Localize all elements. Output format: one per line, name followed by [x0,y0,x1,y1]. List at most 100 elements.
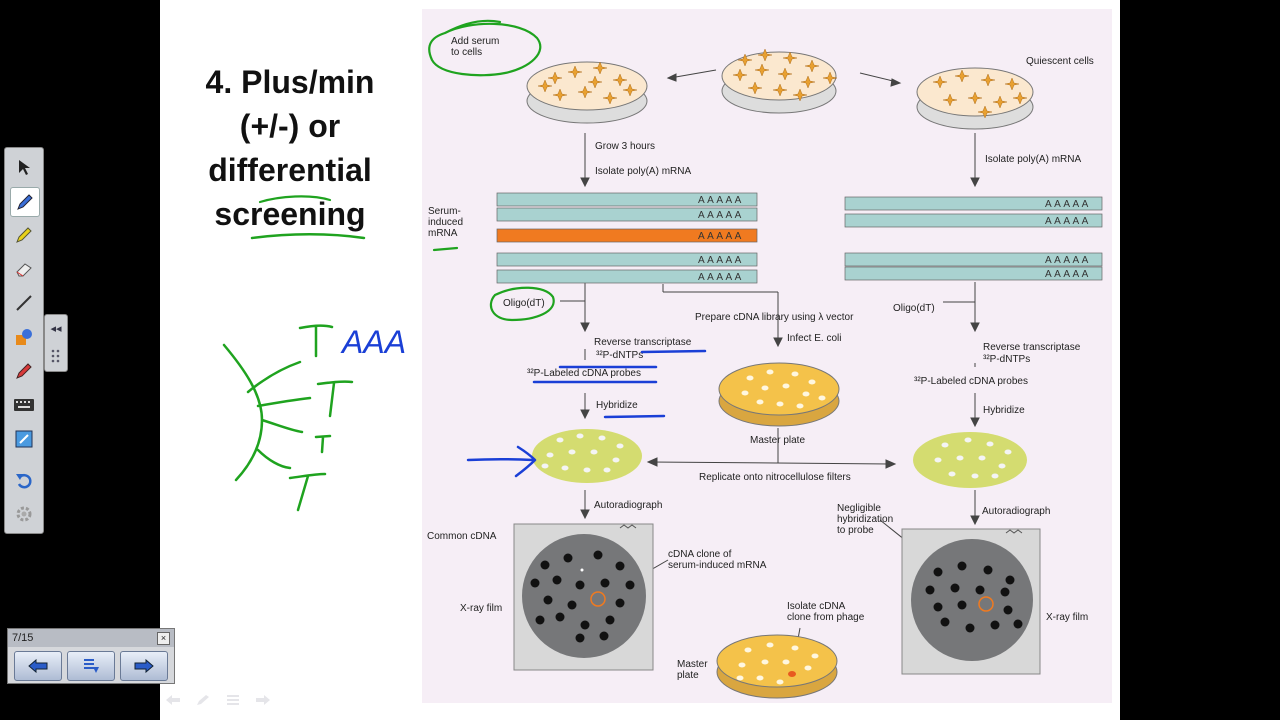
film-spot [626,581,635,590]
label-serum-induced: Serum-inducedmRNA [428,206,463,239]
colony-dot [767,370,774,375]
page-navigator: 7/15 × [7,628,175,684]
faded-slide-controls [165,694,271,706]
filter-colony-dot [547,453,554,458]
filter-colony-dot [987,442,994,447]
film-spot [556,613,565,622]
magic-pen-icon[interactable] [10,357,38,385]
film-spot [934,568,943,577]
faded-arrow-left-icon[interactable] [165,694,181,706]
green-oligo-dt-sketch [224,326,352,510]
film-spot [600,632,609,641]
film-spot [1014,620,1023,629]
next-page-button[interactable] [120,651,168,681]
label-quiescent: Quiescent cells [1026,56,1094,67]
faded-pen-icon[interactable] [195,694,211,706]
filter-colony-dot [604,468,611,473]
film-spot [951,584,960,593]
filter-colony-dot [1005,450,1012,455]
faded-menu-icon[interactable] [225,694,241,706]
label-negligible: Negligiblehybridizationto probe [837,503,893,536]
page-menu-button[interactable] [67,651,115,681]
dish-center-cells [722,52,836,113]
film-spot [531,579,540,588]
film-spot [564,554,573,563]
film-spot [926,586,935,595]
film-spot [594,551,603,560]
previous-page-button[interactable] [14,651,62,681]
polya-tail-label: AAAAA [698,255,744,266]
filter-colony-dot [584,468,591,473]
label-autorad-right: Autoradiograph [982,506,1050,517]
label-xray-right: X-ray film [1046,612,1088,623]
colony-dot [812,654,819,659]
colony-dot [737,676,744,681]
handwritten-polya: AAA [340,324,406,360]
film-spot [958,562,967,571]
colony-dot [757,676,764,681]
mrna-strips: AAAAAAAAAAAAAAAAAAAAAAAAAAAAAAAAAAAAAAAA… [497,193,1102,283]
grip-icon [51,348,61,364]
label-master-plate: Master plate [750,435,805,446]
label-dntps-right: ³²P-dNTPs [983,354,1030,365]
toolbar-collapse-handle[interactable]: ◂◂ [44,314,68,372]
film-spot [941,618,950,627]
label-rt-left: Reverse transcriptase [594,337,692,348]
label-isolate-clone: Isolate cDNAclone from phage [787,601,865,623]
notes-icon[interactable] [10,425,38,453]
filter-colony-dot [992,474,999,479]
polya-tail-label: AAAAA [698,272,744,283]
label-isolate-right: Isolate poly(A) mRNA [985,154,1081,165]
green-circle-add-serum [429,21,540,75]
film-spot [553,576,562,585]
label-prepare-library: Prepare cDNA library using λ vector [695,312,854,323]
annotation-toolbar [4,147,44,534]
blue-arrow-filter [468,447,535,476]
label-oligo-left: Oligo(dT) [503,298,545,309]
faded-arrow-right-icon[interactable] [255,694,271,706]
filter-colony-dot [599,436,606,441]
film-spot [1001,588,1010,597]
colony-dot [777,680,784,685]
eraser-icon[interactable] [10,255,38,283]
label-grow: Grow 3 hours [595,141,655,152]
filter-colony-dot [577,434,584,439]
filter-colony-dot [617,444,624,449]
filter-colony-dot [999,464,1006,469]
filter-colony-dot [965,438,972,443]
polya-tail-label: AAAAA [1045,255,1091,266]
master-plate-middle [719,363,839,426]
dishes [527,49,1033,129]
undo-icon[interactable] [10,466,38,494]
green-underline-screening [252,234,364,238]
colony-dot [819,396,826,401]
film-spot [606,616,615,625]
colony-dot [742,391,749,396]
keyboard-icon[interactable] [10,391,38,419]
close-icon[interactable]: × [157,632,170,645]
filter-colony-dot [942,443,949,448]
highlighter-icon[interactable] [10,221,38,249]
collapse-chevron-icon: ◂◂ [50,322,61,335]
label-isolate-left: Isolate poly(A) mRNA [595,166,691,177]
film-spot [1006,576,1015,585]
pen-icon[interactable] [10,187,40,217]
colony-dot [792,372,799,377]
polya-tail-label: AAAAA [698,195,744,206]
shapes-icon[interactable] [10,323,38,351]
label-probes-left: ³²P-Labeled cDNA probes [527,368,641,379]
settings-icon[interactable] [10,500,38,528]
filter-colony-dot [542,464,549,469]
colony-dot [757,400,764,405]
label-probes-right: ³²P-Labeled cDNA probes [914,376,1028,387]
film-spot [601,579,610,588]
master-plate-bottom [717,635,837,698]
filter-colony-dot [957,456,964,461]
colony-dot [762,660,769,665]
line-icon[interactable] [10,289,38,317]
filter-colony-dot [972,474,979,479]
label-replicate: Replicate onto nitrocellulose filters [699,472,851,483]
film-spot [984,566,993,575]
select-arrow-icon[interactable] [10,153,38,181]
